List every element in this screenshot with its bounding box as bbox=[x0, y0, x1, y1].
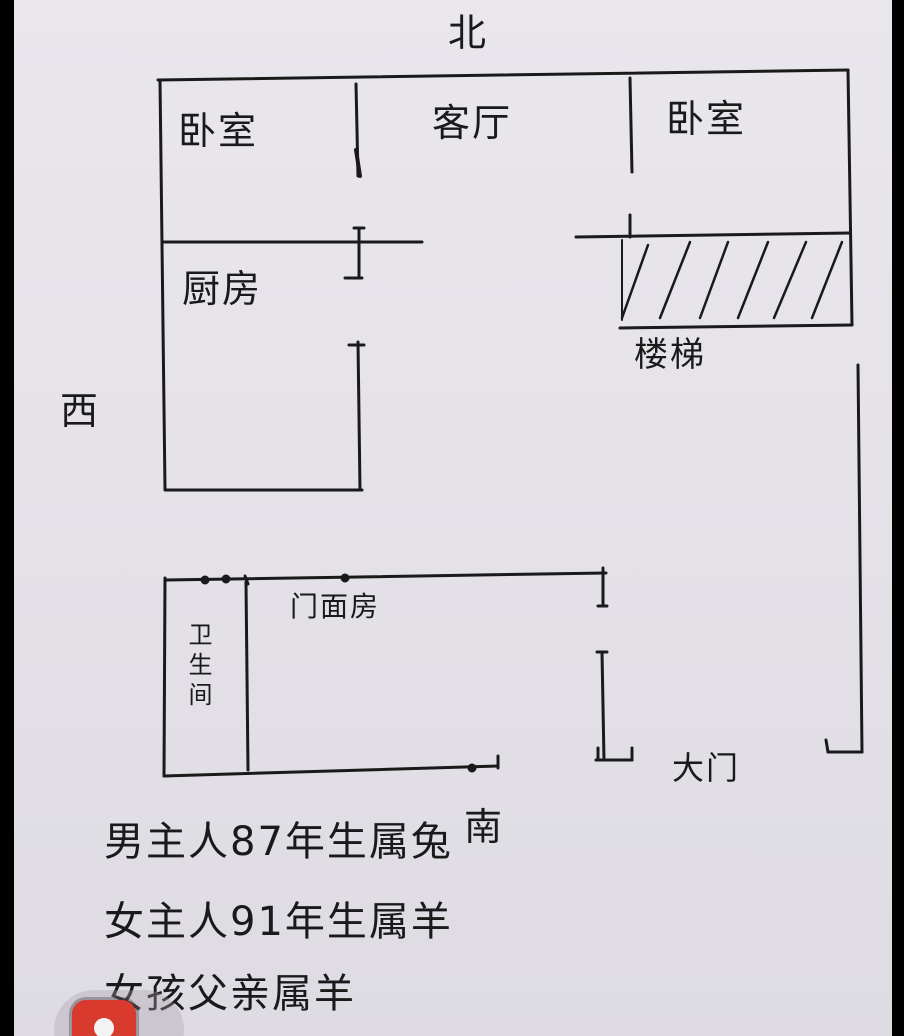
floor-plan-paper: 北 西 南 卧室 客厅 卧室 厨房 楼梯 门面房 卫生间 大门 男主人87年生属… bbox=[14, 0, 892, 1036]
stair-hatch bbox=[620, 240, 844, 320]
wall-storefront-top bbox=[164, 571, 608, 582]
room-label-stairs: 楼梯 bbox=[634, 335, 706, 375]
compass-south: 南 bbox=[464, 805, 505, 849]
wall-west-lower bbox=[162, 576, 167, 778]
room-label-bathroom: 卫生间 bbox=[184, 622, 212, 712]
compass-west: 西 bbox=[60, 389, 101, 433]
wall-south bbox=[162, 764, 500, 778]
room-label-kitchen: 厨房 bbox=[182, 267, 263, 311]
compass-north: 北 bbox=[448, 11, 489, 55]
room-label-bedroom-left: 卧室 bbox=[178, 109, 259, 153]
wall-west-upper bbox=[158, 78, 167, 492]
wall-east-upper bbox=[846, 68, 854, 327]
wall-kitchen-east bbox=[356, 340, 362, 492]
app-icon[interactable] bbox=[72, 1000, 136, 1036]
floor-plan-drawing bbox=[156, 68, 864, 778]
note-line-3: 女孩父亲属羊 bbox=[104, 971, 356, 1017]
wall-bathroom-east bbox=[244, 580, 250, 772]
room-label-living-room: 客厅 bbox=[432, 101, 513, 145]
wall-stairs-top bbox=[574, 231, 852, 239]
note-line-2: 女主人91年生属羊 bbox=[104, 899, 453, 945]
app-icon-dot bbox=[94, 1018, 114, 1036]
room-label-main-door: 大门 bbox=[672, 749, 741, 787]
wall-bedroom-right bbox=[628, 76, 634, 174]
wall-stairs-bottom bbox=[618, 323, 854, 330]
wall-east-lower bbox=[856, 363, 864, 754]
room-label-storefront: 门面房 bbox=[290, 590, 381, 623]
wall-storefront-east bbox=[600, 650, 606, 762]
note-line-1: 男主人87年生属兔 bbox=[104, 819, 453, 865]
room-label-bedroom-right: 卧室 bbox=[666, 97, 747, 141]
wall-north bbox=[156, 68, 850, 82]
